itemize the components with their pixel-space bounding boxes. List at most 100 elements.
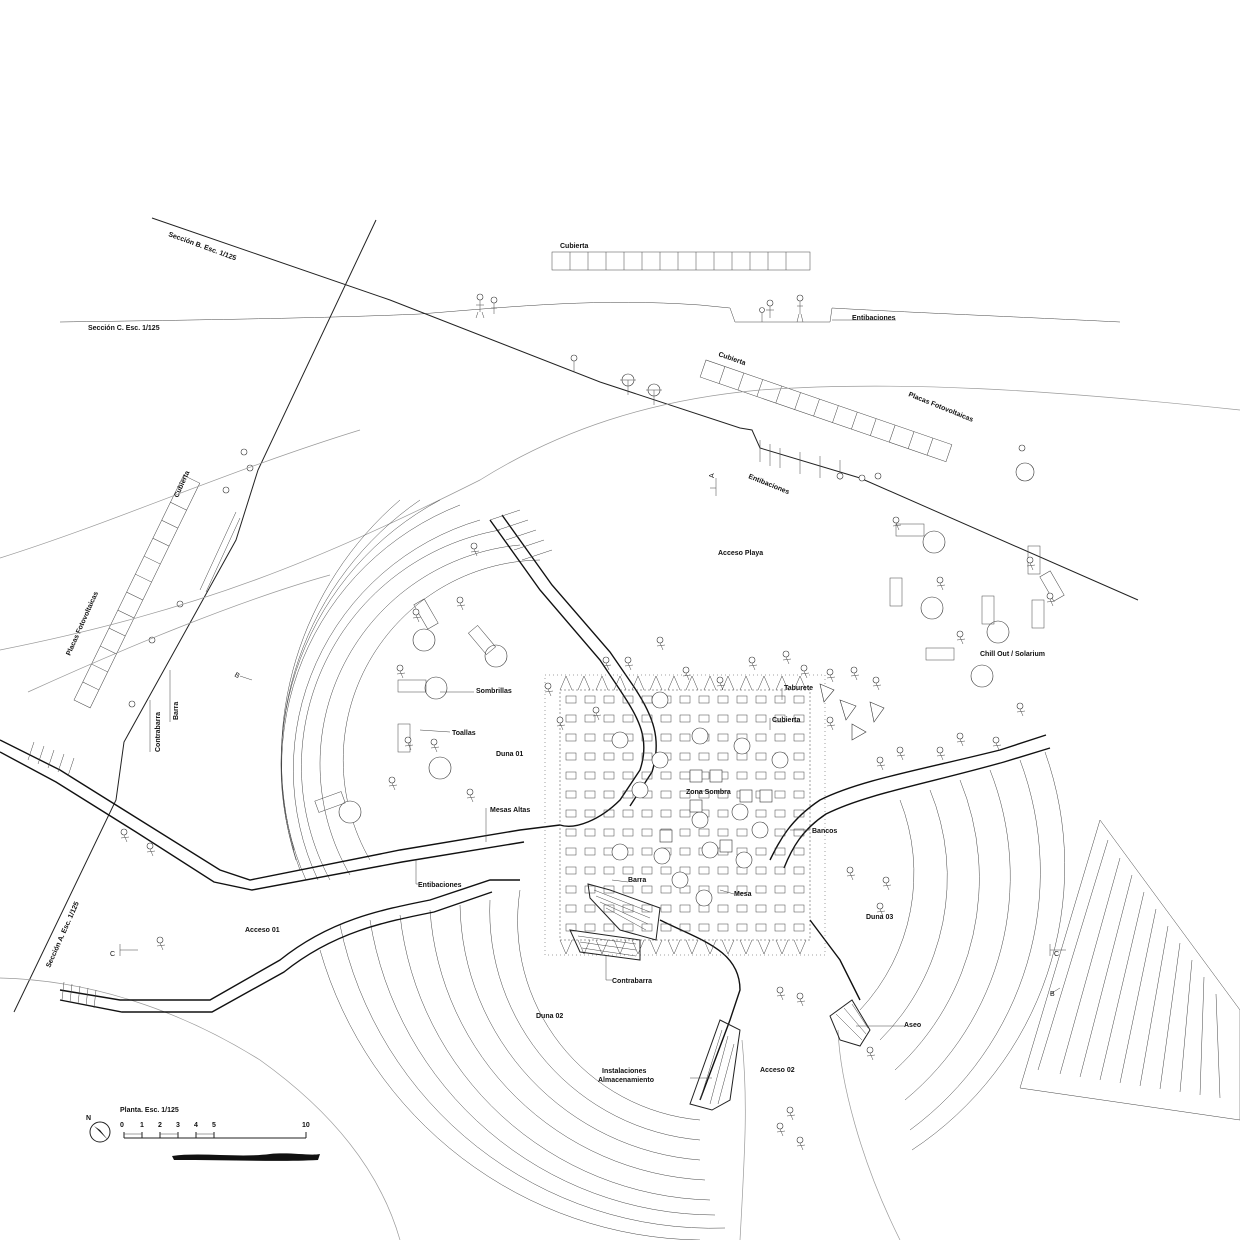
roof-grid-cell bbox=[565, 885, 577, 894]
table bbox=[751, 821, 769, 839]
dashed-entry-marks bbox=[27, 509, 553, 1009]
roof-grid-cell bbox=[641, 847, 653, 856]
walkways bbox=[0, 514, 1051, 1101]
roof-fringe bbox=[703, 939, 717, 955]
label-acceso-playa: Acceso Playa bbox=[718, 550, 763, 557]
roof-grid-cell bbox=[565, 714, 577, 723]
label-entibaciones: Entibaciones bbox=[418, 882, 462, 889]
person-body bbox=[656, 642, 666, 651]
person-body bbox=[430, 744, 440, 753]
section-c-roof bbox=[551, 251, 811, 271]
person-figure bbox=[776, 1122, 784, 1130]
table bbox=[771, 751, 789, 769]
label-almacenamiento: Almacenamiento bbox=[598, 1077, 654, 1084]
roof-fringe bbox=[595, 939, 609, 955]
person-body bbox=[872, 682, 882, 691]
roof-grid-cell bbox=[717, 752, 729, 761]
roof-grid-cell bbox=[622, 904, 634, 913]
section-c-entibaciones-label: Entibaciones bbox=[852, 315, 896, 322]
roof-grid-cell bbox=[774, 714, 786, 723]
roof-fringe bbox=[667, 939, 681, 955]
roof-grid-cell bbox=[603, 866, 615, 875]
section-a-placas-label: Placas Fotovoltaicas bbox=[65, 591, 100, 657]
roof-grid-cell bbox=[565, 866, 577, 875]
person-body bbox=[876, 762, 886, 771]
person-body bbox=[156, 942, 166, 951]
roof-grid-cell bbox=[793, 847, 805, 856]
person-figure bbox=[882, 876, 890, 884]
label-taburete: Taburete bbox=[784, 685, 813, 692]
roof-grid-cell bbox=[793, 771, 805, 780]
person-figure bbox=[682, 666, 690, 674]
person-figure bbox=[412, 608, 420, 616]
scale-tick-5: 5 bbox=[212, 1122, 216, 1129]
roof-grid-cell bbox=[603, 885, 615, 894]
section-b-title: Sección B. Esc. 1/125 bbox=[167, 231, 237, 262]
person-body bbox=[796, 1142, 806, 1151]
section-b-placas-label: Placas Fotovoltaicas bbox=[907, 391, 974, 423]
person-body bbox=[826, 722, 836, 731]
roof-grid-cell bbox=[774, 733, 786, 742]
roof-grid-cell bbox=[755, 866, 767, 875]
person-body bbox=[776, 992, 786, 1001]
roof-grid-cell bbox=[755, 714, 767, 723]
roof-grid-cell bbox=[584, 885, 596, 894]
roof-grid-cell bbox=[641, 752, 653, 761]
roof-fringe bbox=[721, 939, 735, 955]
roof-grid-cell bbox=[755, 923, 767, 932]
roof-grid-cell bbox=[660, 923, 672, 932]
person-body bbox=[1016, 708, 1026, 717]
roof-grid-cell bbox=[793, 790, 805, 799]
person-figure bbox=[624, 656, 632, 664]
roof-grid-cell bbox=[660, 866, 672, 875]
label-barra: Barra bbox=[628, 877, 646, 884]
roof-grid-cell bbox=[736, 904, 748, 913]
section-b: Sección B. Esc. 1/125 Cubierta Placas Fo… bbox=[151, 217, 1139, 601]
person-body bbox=[748, 662, 758, 671]
person-figure bbox=[786, 1106, 794, 1114]
table bbox=[701, 841, 719, 859]
sunbeds-dune-01 bbox=[314, 598, 508, 824]
roof-grid-cell bbox=[565, 904, 577, 913]
label-aseo: Aseo bbox=[904, 1022, 921, 1029]
table bbox=[671, 871, 689, 889]
roof-grid-cell bbox=[736, 771, 748, 780]
person-body bbox=[800, 670, 810, 679]
person-figure bbox=[876, 756, 884, 764]
section-a-barra-label: Barra bbox=[173, 702, 180, 720]
roof-grid-cell bbox=[641, 904, 653, 913]
scale-tick-2: 2 bbox=[158, 1122, 162, 1129]
person-figure bbox=[592, 706, 600, 714]
person-figure bbox=[748, 656, 756, 664]
roof-grid-cell bbox=[774, 923, 786, 932]
stool bbox=[709, 769, 723, 783]
roof-grid-cell bbox=[679, 714, 691, 723]
person-body bbox=[782, 656, 792, 665]
roof-grid-cell bbox=[679, 904, 691, 913]
roof-grid-cell bbox=[679, 695, 691, 704]
roof-grid-cell bbox=[565, 695, 577, 704]
roof-fringe bbox=[613, 675, 627, 691]
table bbox=[695, 889, 713, 907]
person-figure bbox=[1026, 556, 1034, 564]
roof-grid-cell bbox=[793, 695, 805, 704]
roof-grid-cell bbox=[755, 733, 767, 742]
section-a-roof bbox=[73, 474, 201, 709]
roof-grid-cell bbox=[717, 809, 729, 818]
roof-fringe bbox=[559, 675, 573, 691]
person-body bbox=[826, 674, 836, 683]
table bbox=[735, 851, 753, 869]
leader-lines bbox=[415, 688, 904, 1079]
label-instalaciones: Instalaciones bbox=[602, 1068, 646, 1075]
person-body bbox=[120, 834, 130, 843]
roof-grid-cell bbox=[584, 752, 596, 761]
person-body bbox=[456, 602, 466, 611]
section-a: Sección A. Esc. 1/125 Cubierta Placas Fo… bbox=[13, 219, 377, 1013]
person-body bbox=[466, 794, 476, 803]
roof-grid-cell bbox=[622, 809, 634, 818]
instalaciones-block bbox=[689, 1019, 741, 1111]
person-figure bbox=[404, 736, 412, 744]
roof-grid-cell bbox=[755, 809, 767, 818]
roof-grid-cell bbox=[660, 809, 672, 818]
roof-grid-cell bbox=[774, 847, 786, 856]
